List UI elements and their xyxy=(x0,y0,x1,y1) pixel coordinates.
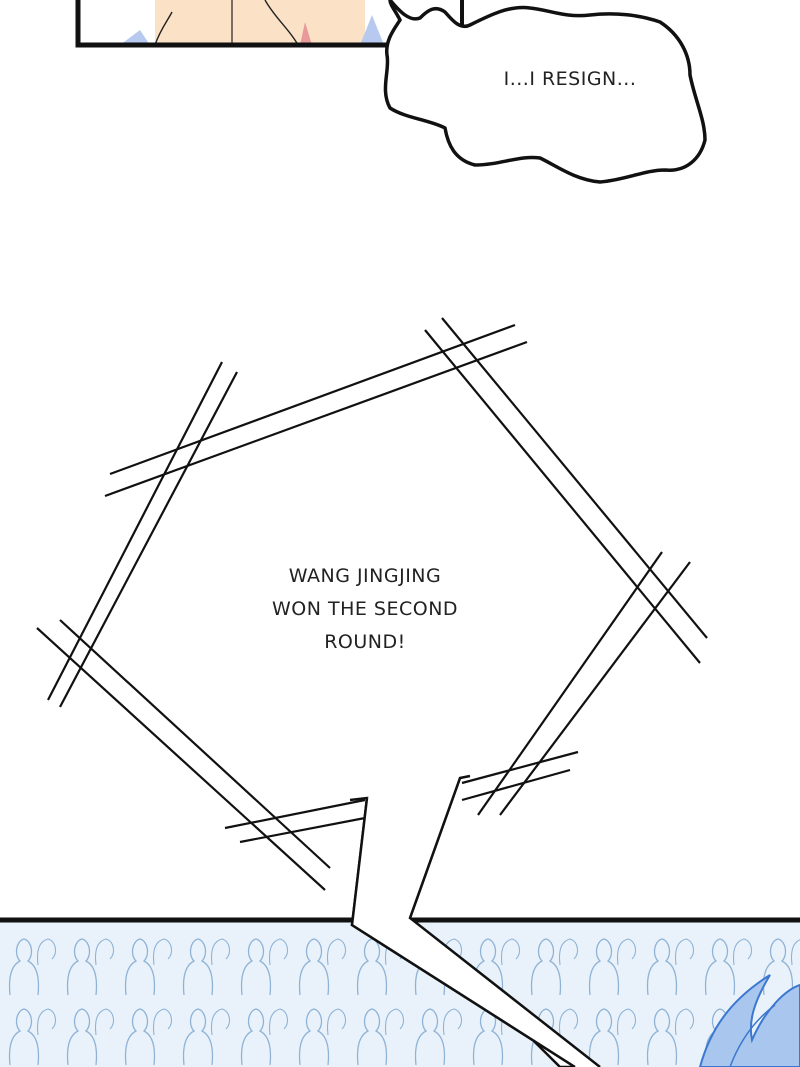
speech-bubble-text: I...I RESIGN... xyxy=(503,68,637,90)
announcement-line: ROUND! xyxy=(324,631,406,653)
burst-frame xyxy=(36,317,708,891)
announcement-text: WANG JINGJING WON THE SECOND ROUND! xyxy=(220,560,510,659)
announcement-line: WON THE SECOND xyxy=(271,598,459,620)
announcement-line: WANG JINGJING xyxy=(288,565,442,587)
speech-bubble xyxy=(383,0,707,184)
